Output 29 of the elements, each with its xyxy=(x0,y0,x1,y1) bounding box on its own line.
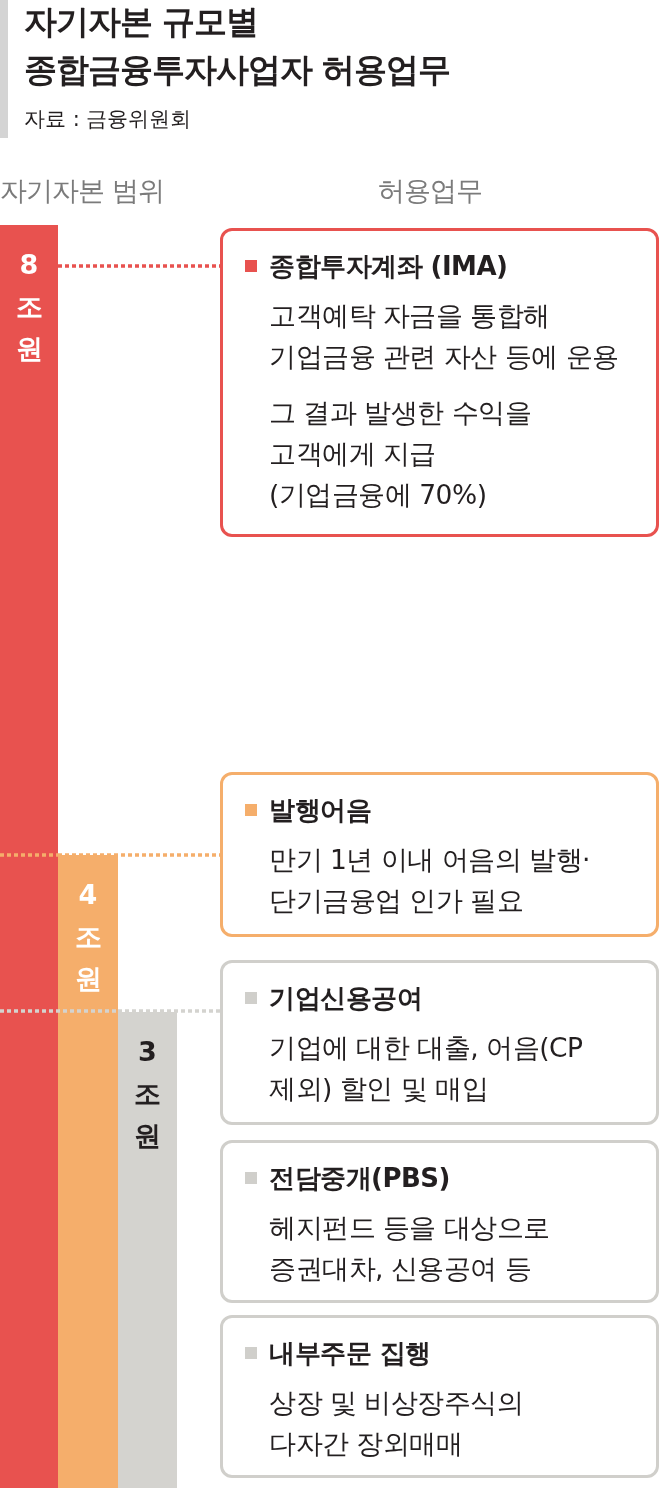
service-heading: 내부주문 집행 xyxy=(269,1337,431,1369)
service-heading: 전담중개(PBS) xyxy=(269,1162,450,1194)
source-note: 자료 : 금융위원회 xyxy=(24,106,192,133)
capital-amount: 3조원 xyxy=(134,1035,161,1153)
business-card xyxy=(220,1315,659,1478)
column-header: 허용업무 xyxy=(378,174,482,208)
capital-bar xyxy=(58,855,118,1488)
service-heading: 발행어음 xyxy=(269,794,371,826)
capital-bar xyxy=(118,1012,177,1488)
service-heading: 기업신용공여 xyxy=(269,982,422,1014)
service-description: 고객예탁 자금을 통합해 기업금융 관련 자산 등에 운용 xyxy=(269,299,620,374)
business-card xyxy=(220,228,659,537)
leader-line xyxy=(118,1009,220,1013)
leader-line xyxy=(58,264,220,268)
service-description: 그 결과 발생한 수익을 고객에게 지급 (기업금융에 70%) xyxy=(269,396,533,512)
capital-bar xyxy=(0,225,58,1488)
business-card xyxy=(220,772,659,937)
service-heading: 종합투자계좌 (IMA) xyxy=(269,250,508,282)
business-card xyxy=(220,960,659,1125)
service-description: 기업에 대한 대출, 어음(CP 제외) 할인 및 매입 xyxy=(269,1031,584,1106)
service-description: 헤지펀드 등을 대상으로 증권대차, 신용공여 등 xyxy=(269,1211,551,1286)
capital-amount: 8조원 xyxy=(15,248,43,366)
service-description: 상장 및 비상장주식의 다자간 장외매매 xyxy=(269,1386,525,1461)
leader-line xyxy=(58,853,220,857)
business-card xyxy=(220,1140,659,1303)
column-header: 자기자본 범위 xyxy=(0,174,164,208)
capital-amount: 4조원 xyxy=(74,878,102,996)
chart-title: 자기자본 규모별 종합금융투자사업자 허용업무 xyxy=(24,1,452,91)
service-description: 만기 1년 이내 어음의 발행· 단기금융업 인가 필요 xyxy=(269,843,591,918)
